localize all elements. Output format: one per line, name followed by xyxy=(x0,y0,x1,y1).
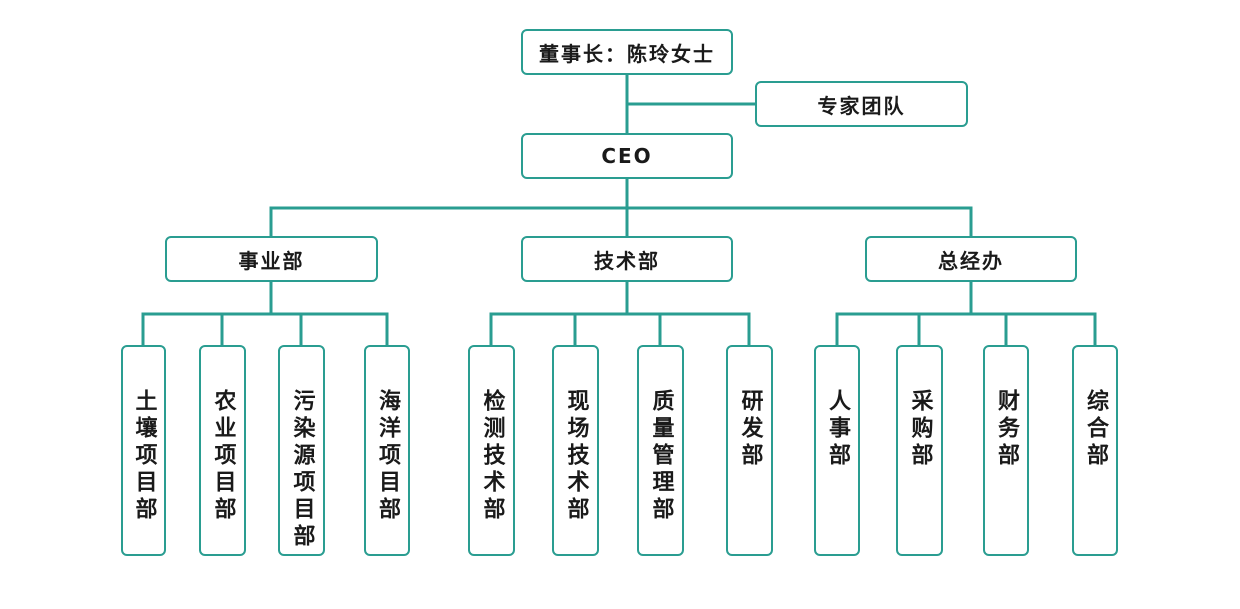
department-technology: 技术部 xyxy=(521,236,733,282)
unit-finance: 财务部 xyxy=(983,345,1029,556)
unit-agriculture-project: 农业项目部 xyxy=(199,345,246,556)
unit-soil-project: 土壤项目部 xyxy=(121,345,166,556)
unit-human-resources: 人事部 xyxy=(814,345,860,556)
unit-quality-management: 质量管理部 xyxy=(637,345,684,556)
unit-research-development: 研发部 xyxy=(726,345,773,556)
unit-testing-technology: 检测技术部 xyxy=(468,345,515,556)
unit-ocean-project: 海洋项目部 xyxy=(364,345,410,556)
unit-pollution-source-project: 污染源项目部 xyxy=(278,345,325,556)
unit-procurement: 采购部 xyxy=(896,345,943,556)
unit-field-technology: 现场技术部 xyxy=(552,345,599,556)
chairman-box: 董事长：陈玲女士 xyxy=(521,29,733,75)
unit-general-affairs: 综合部 xyxy=(1072,345,1118,556)
department-general-office: 总经办 xyxy=(865,236,1077,282)
department-business: 事业部 xyxy=(165,236,378,282)
ceo-box: CEO xyxy=(521,133,733,179)
expert-team-box: 专家团队 xyxy=(755,81,968,127)
